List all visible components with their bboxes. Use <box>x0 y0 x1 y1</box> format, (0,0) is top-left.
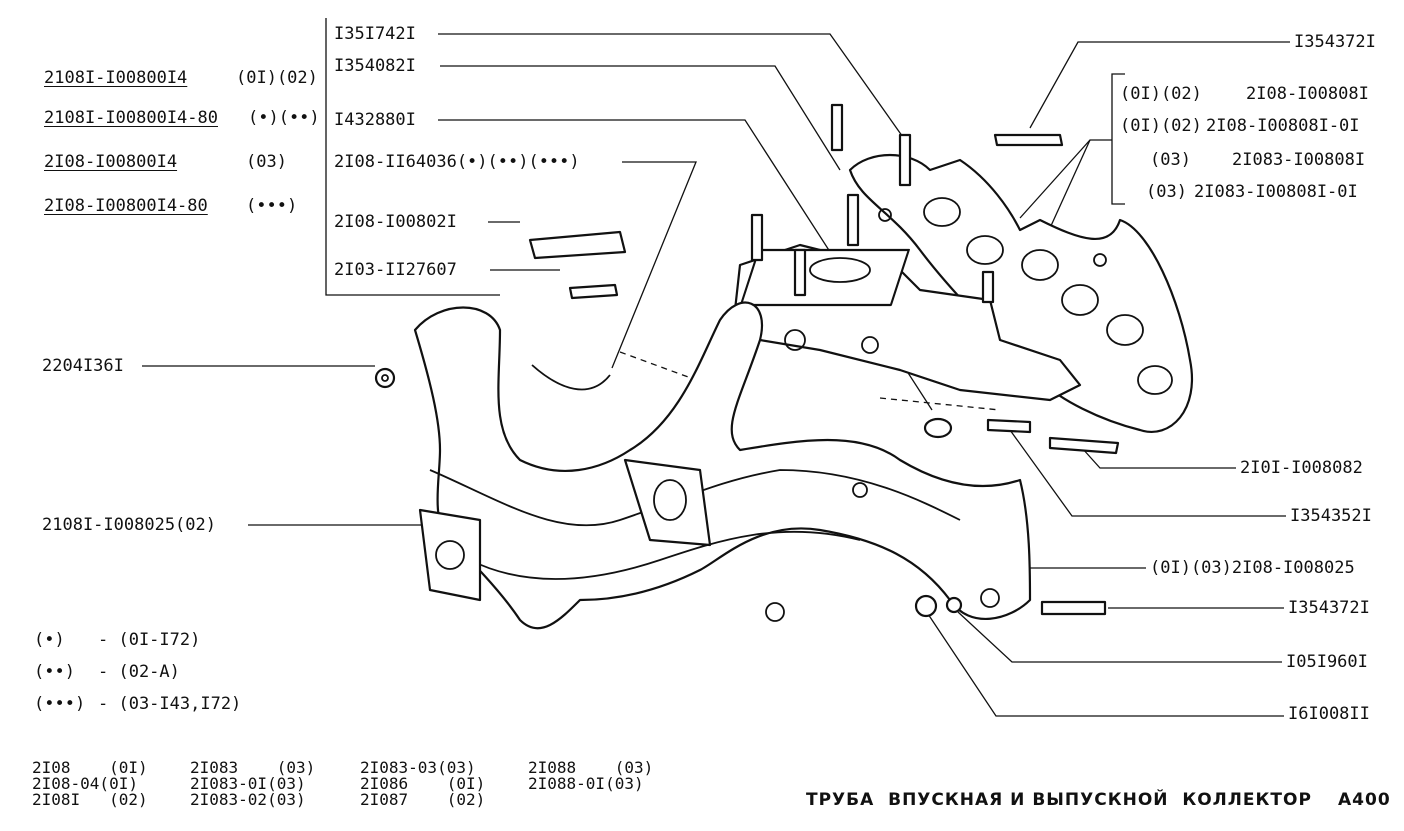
exhaust-flange-left <box>418 508 482 602</box>
leader-line <box>927 613 1284 717</box>
exhaust-manifold <box>413 301 1032 630</box>
legend-mark: (•) <box>34 630 65 650</box>
stud <box>898 133 912 187</box>
stud-bottom <box>1040 600 1107 616</box>
right-group-tag: (0I)(02) <box>1120 116 1202 136</box>
leader-line <box>1029 41 1290 129</box>
plug <box>923 417 953 439</box>
bracket-line <box>1111 73 1125 205</box>
stud <box>846 193 860 247</box>
washer-bottom <box>914 594 938 618</box>
left-part-code: 2108I-I00800I4-80 <box>44 108 218 128</box>
part-label: I35I742I <box>334 24 416 44</box>
nut <box>945 596 963 614</box>
callout-label: 2108I-I008025(02) <box>42 515 216 535</box>
right-group-tag: (03) <box>1146 182 1187 202</box>
stud <box>793 248 807 297</box>
callout-label: 2204I36I <box>42 356 124 376</box>
stud-right <box>1048 436 1120 455</box>
vacuum-tube <box>531 364 611 391</box>
leader-line <box>1049 139 1091 229</box>
drawing-title: ТРУБА ВПУСКНАЯ И ВЫПУСКНОЙ КОЛЛЕКТОР <box>806 790 1312 810</box>
right-group-tag: (03) <box>1150 150 1191 170</box>
left-part-tag: (•••) <box>246 196 298 216</box>
model-entry: 2I088-0I(03) <box>528 774 644 793</box>
sheet-number: A400 <box>1338 790 1391 810</box>
washer-left <box>374 367 396 389</box>
nipple <box>568 283 619 300</box>
part-label: I354082I <box>334 56 416 76</box>
leader-line <box>438 33 906 141</box>
carburetor-flange <box>739 248 910 307</box>
leader-line <box>440 65 841 171</box>
model-entry: 2I087 (02) <box>360 790 486 809</box>
legend-meaning: - (03-I43,I72) <box>98 694 242 714</box>
leader-line <box>1009 429 1286 517</box>
fitting <box>528 230 627 260</box>
legend-meaning: - (0I-I72) <box>98 630 201 650</box>
callout-label: (0I)(03)2I08-I008025 <box>1150 558 1355 578</box>
bracket-line <box>325 18 500 296</box>
part-label: 2I08-II64036(•)(••)(•••) <box>334 152 580 172</box>
left-part-code: 2108I-I00800I4 <box>44 68 188 88</box>
callout-label: I354352I <box>1290 506 1372 526</box>
callout-label: 2I0I-I008082 <box>1240 458 1363 478</box>
leader-line <box>957 611 1282 663</box>
model-entry: 2I088 (03) <box>528 758 654 777</box>
stud <box>981 270 995 304</box>
leader-line <box>1019 139 1112 219</box>
callout-label: I354372I <box>1288 598 1370 618</box>
stud-top <box>993 133 1064 147</box>
model-entry: 2I083-0I(03) <box>190 774 306 793</box>
left-part-code: 2I08-I00800I4-80 <box>44 196 208 216</box>
legend-mark: (•••) <box>34 694 86 714</box>
model-entry: 2I08-04(0I) <box>32 774 138 793</box>
exhaust-flange-center <box>623 458 712 547</box>
right-group-tag: (0I)(02) <box>1120 84 1202 104</box>
model-entry: 2I083-03(03) <box>360 758 476 777</box>
right-group-code: 2I083-I00808I <box>1232 150 1366 170</box>
part-label: 2I08-I00802I <box>334 212 457 232</box>
model-entry: 2I083 (03) <box>190 758 316 777</box>
left-part-tag: (•)(••) <box>248 108 320 128</box>
stud <box>830 103 844 152</box>
callout-label: I354372I <box>1294 32 1376 52</box>
right-group-code: 2I08-I00808I-0I <box>1206 116 1360 136</box>
part-label: I432880I <box>334 110 416 130</box>
legend-mark: (••) <box>34 662 75 682</box>
stud-small <box>986 418 1032 434</box>
part-label: 2I03-II27607 <box>334 260 457 280</box>
left-part-code: 2I08-I00800I4 <box>44 152 178 172</box>
model-entry: 2I08 (0I) <box>32 758 148 777</box>
left-part-tag: (03) <box>246 152 287 172</box>
leader-line <box>611 161 697 369</box>
right-group-code: 2I083-I00808I-0I <box>1194 182 1358 202</box>
model-entry: 2I086 (0I) <box>360 774 486 793</box>
left-part-tag: (0I)(02) <box>236 68 318 88</box>
legend-meaning: - (02-A) <box>98 662 180 682</box>
right-group-code: 2I08-I00808I <box>1246 84 1369 104</box>
model-entry: 2I08I (02) <box>32 790 148 809</box>
leader-line <box>1081 447 1236 469</box>
callout-label: I6I008II <box>1288 704 1370 724</box>
callout-label: I05I960I <box>1286 652 1368 672</box>
stud <box>750 213 764 262</box>
model-entry: 2I083-02(03) <box>190 790 306 809</box>
